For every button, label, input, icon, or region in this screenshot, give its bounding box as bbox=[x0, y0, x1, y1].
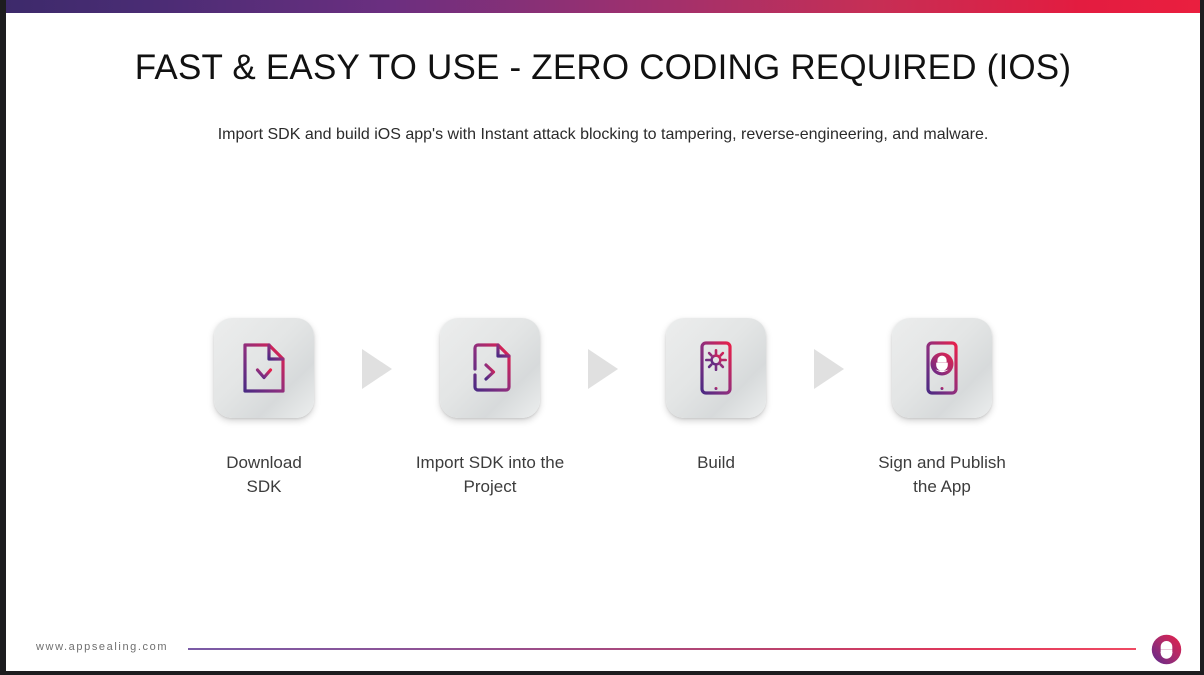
step-icon-tile bbox=[666, 318, 766, 418]
step-label: Download SDK bbox=[226, 453, 302, 497]
step-label: Import SDK into the Project bbox=[415, 453, 565, 497]
step-label: Build bbox=[697, 453, 735, 472]
step-icon-tile bbox=[214, 318, 314, 418]
phone-shield-lock-icon bbox=[926, 341, 958, 395]
flow-step-sign-publish[interactable]: Sign and Publish the App bbox=[857, 318, 1027, 499]
step-icon-tile bbox=[440, 318, 540, 418]
triangle-right-icon bbox=[362, 349, 392, 389]
file-download-icon bbox=[243, 343, 285, 393]
process-flow: Download SDK bbox=[6, 318, 1200, 499]
appsealing-logo-icon bbox=[1151, 634, 1182, 665]
flow-step-build[interactable]: Build bbox=[631, 318, 801, 475]
flow-separator-1 bbox=[349, 347, 405, 391]
triangle-right-icon bbox=[814, 349, 844, 389]
page-title: FAST & EASY TO USE - ZERO CODING REQUIRE… bbox=[134, 48, 1072, 87]
file-import-arrow-icon bbox=[465, 343, 511, 392]
footer-url[interactable]: www.appsealing.com bbox=[36, 641, 169, 653]
flow-separator-3 bbox=[801, 347, 857, 391]
flow-separator-2 bbox=[575, 347, 631, 391]
flow-step-import-sdk[interactable]: Import SDK into the Project bbox=[405, 318, 575, 499]
flow-step-download-sdk[interactable]: Download SDK bbox=[179, 318, 349, 499]
step-label: Sign and Publish the App bbox=[878, 453, 1006, 497]
page-subtitle: Import SDK and build iOS app's with Inst… bbox=[217, 126, 989, 143]
triangle-right-icon bbox=[588, 349, 618, 389]
step-icon-tile bbox=[892, 318, 992, 418]
footer-gradient-line bbox=[188, 648, 1136, 650]
phone-gear-icon bbox=[700, 341, 732, 395]
top-gradient-bar bbox=[6, 0, 1200, 13]
